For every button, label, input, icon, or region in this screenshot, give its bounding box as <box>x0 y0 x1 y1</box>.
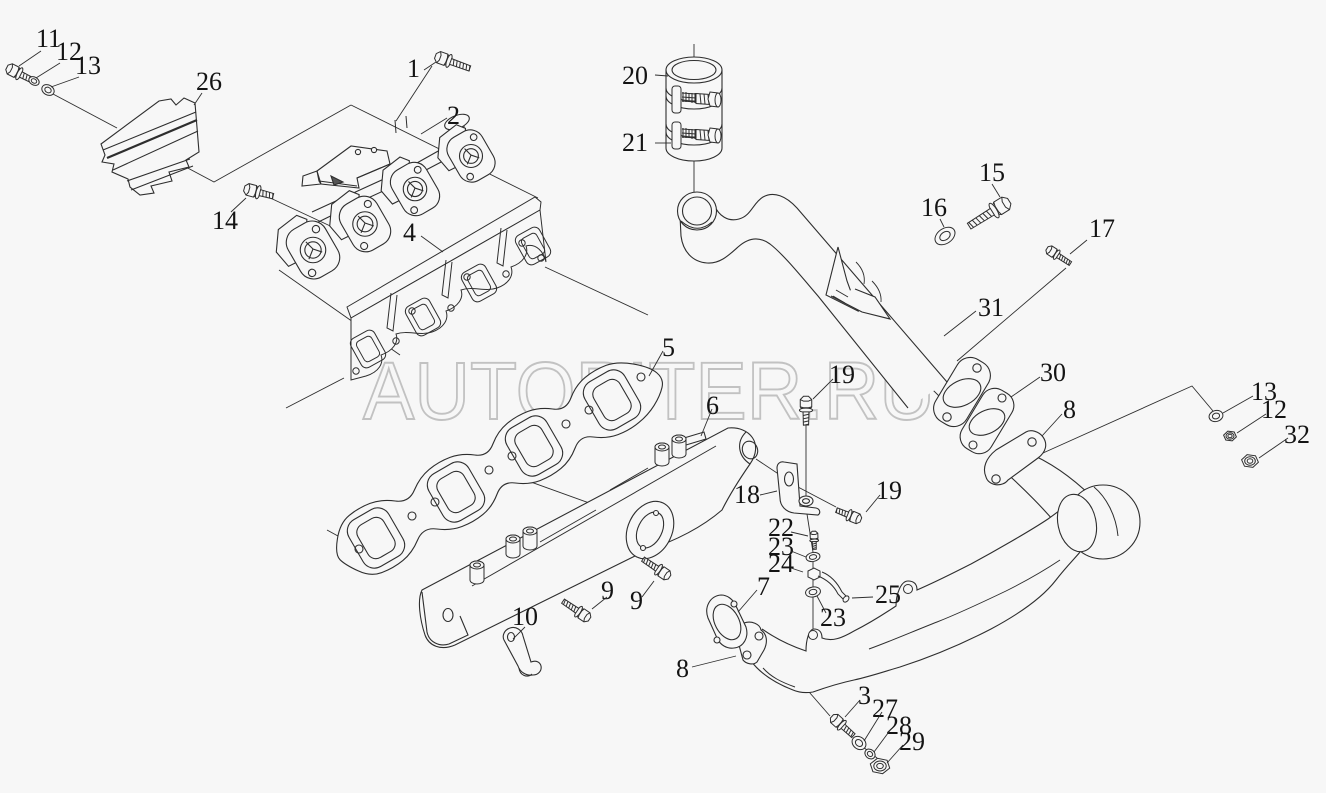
svg-text:7: 7 <box>757 572 770 601</box>
svg-text:1: 1 <box>407 54 420 83</box>
svg-text:13: 13 <box>75 51 101 80</box>
svg-text:2: 2 <box>447 101 460 130</box>
svg-text:29: 29 <box>899 727 925 756</box>
svg-text:25: 25 <box>875 580 901 609</box>
svg-text:22: 22 <box>768 513 794 542</box>
svg-text:5: 5 <box>662 333 675 362</box>
svg-text:21: 21 <box>622 128 648 157</box>
svg-text:8: 8 <box>676 654 689 683</box>
svg-text:19: 19 <box>876 476 902 505</box>
svg-text:20: 20 <box>622 61 648 90</box>
svg-text:28: 28 <box>886 711 912 740</box>
svg-text:12: 12 <box>1261 395 1287 424</box>
svg-text:26: 26 <box>196 67 222 96</box>
svg-text:19: 19 <box>829 360 855 389</box>
svg-text:30: 30 <box>1040 358 1066 387</box>
svg-text:15: 15 <box>979 158 1005 187</box>
svg-text:9: 9 <box>601 576 614 605</box>
svg-text:16: 16 <box>921 193 947 222</box>
svg-text:18: 18 <box>734 480 760 509</box>
svg-text:11: 11 <box>36 24 61 53</box>
svg-text:10: 10 <box>512 602 538 631</box>
svg-text:31: 31 <box>978 293 1004 322</box>
svg-text:32: 32 <box>1284 420 1310 449</box>
svg-text:24: 24 <box>768 549 794 578</box>
svg-text:9: 9 <box>630 586 643 615</box>
svg-text:14: 14 <box>212 206 238 235</box>
svg-text:3: 3 <box>858 681 871 710</box>
svg-text:4: 4 <box>403 218 416 247</box>
svg-text:8: 8 <box>1063 395 1076 424</box>
svg-text:23: 23 <box>820 603 846 632</box>
svg-text:12: 12 <box>56 37 82 66</box>
svg-text:6: 6 <box>706 391 719 420</box>
svg-text:17: 17 <box>1089 214 1115 243</box>
svg-text:13: 13 <box>1251 377 1277 406</box>
svg-text:27: 27 <box>872 694 898 723</box>
svg-text:23: 23 <box>768 532 794 561</box>
